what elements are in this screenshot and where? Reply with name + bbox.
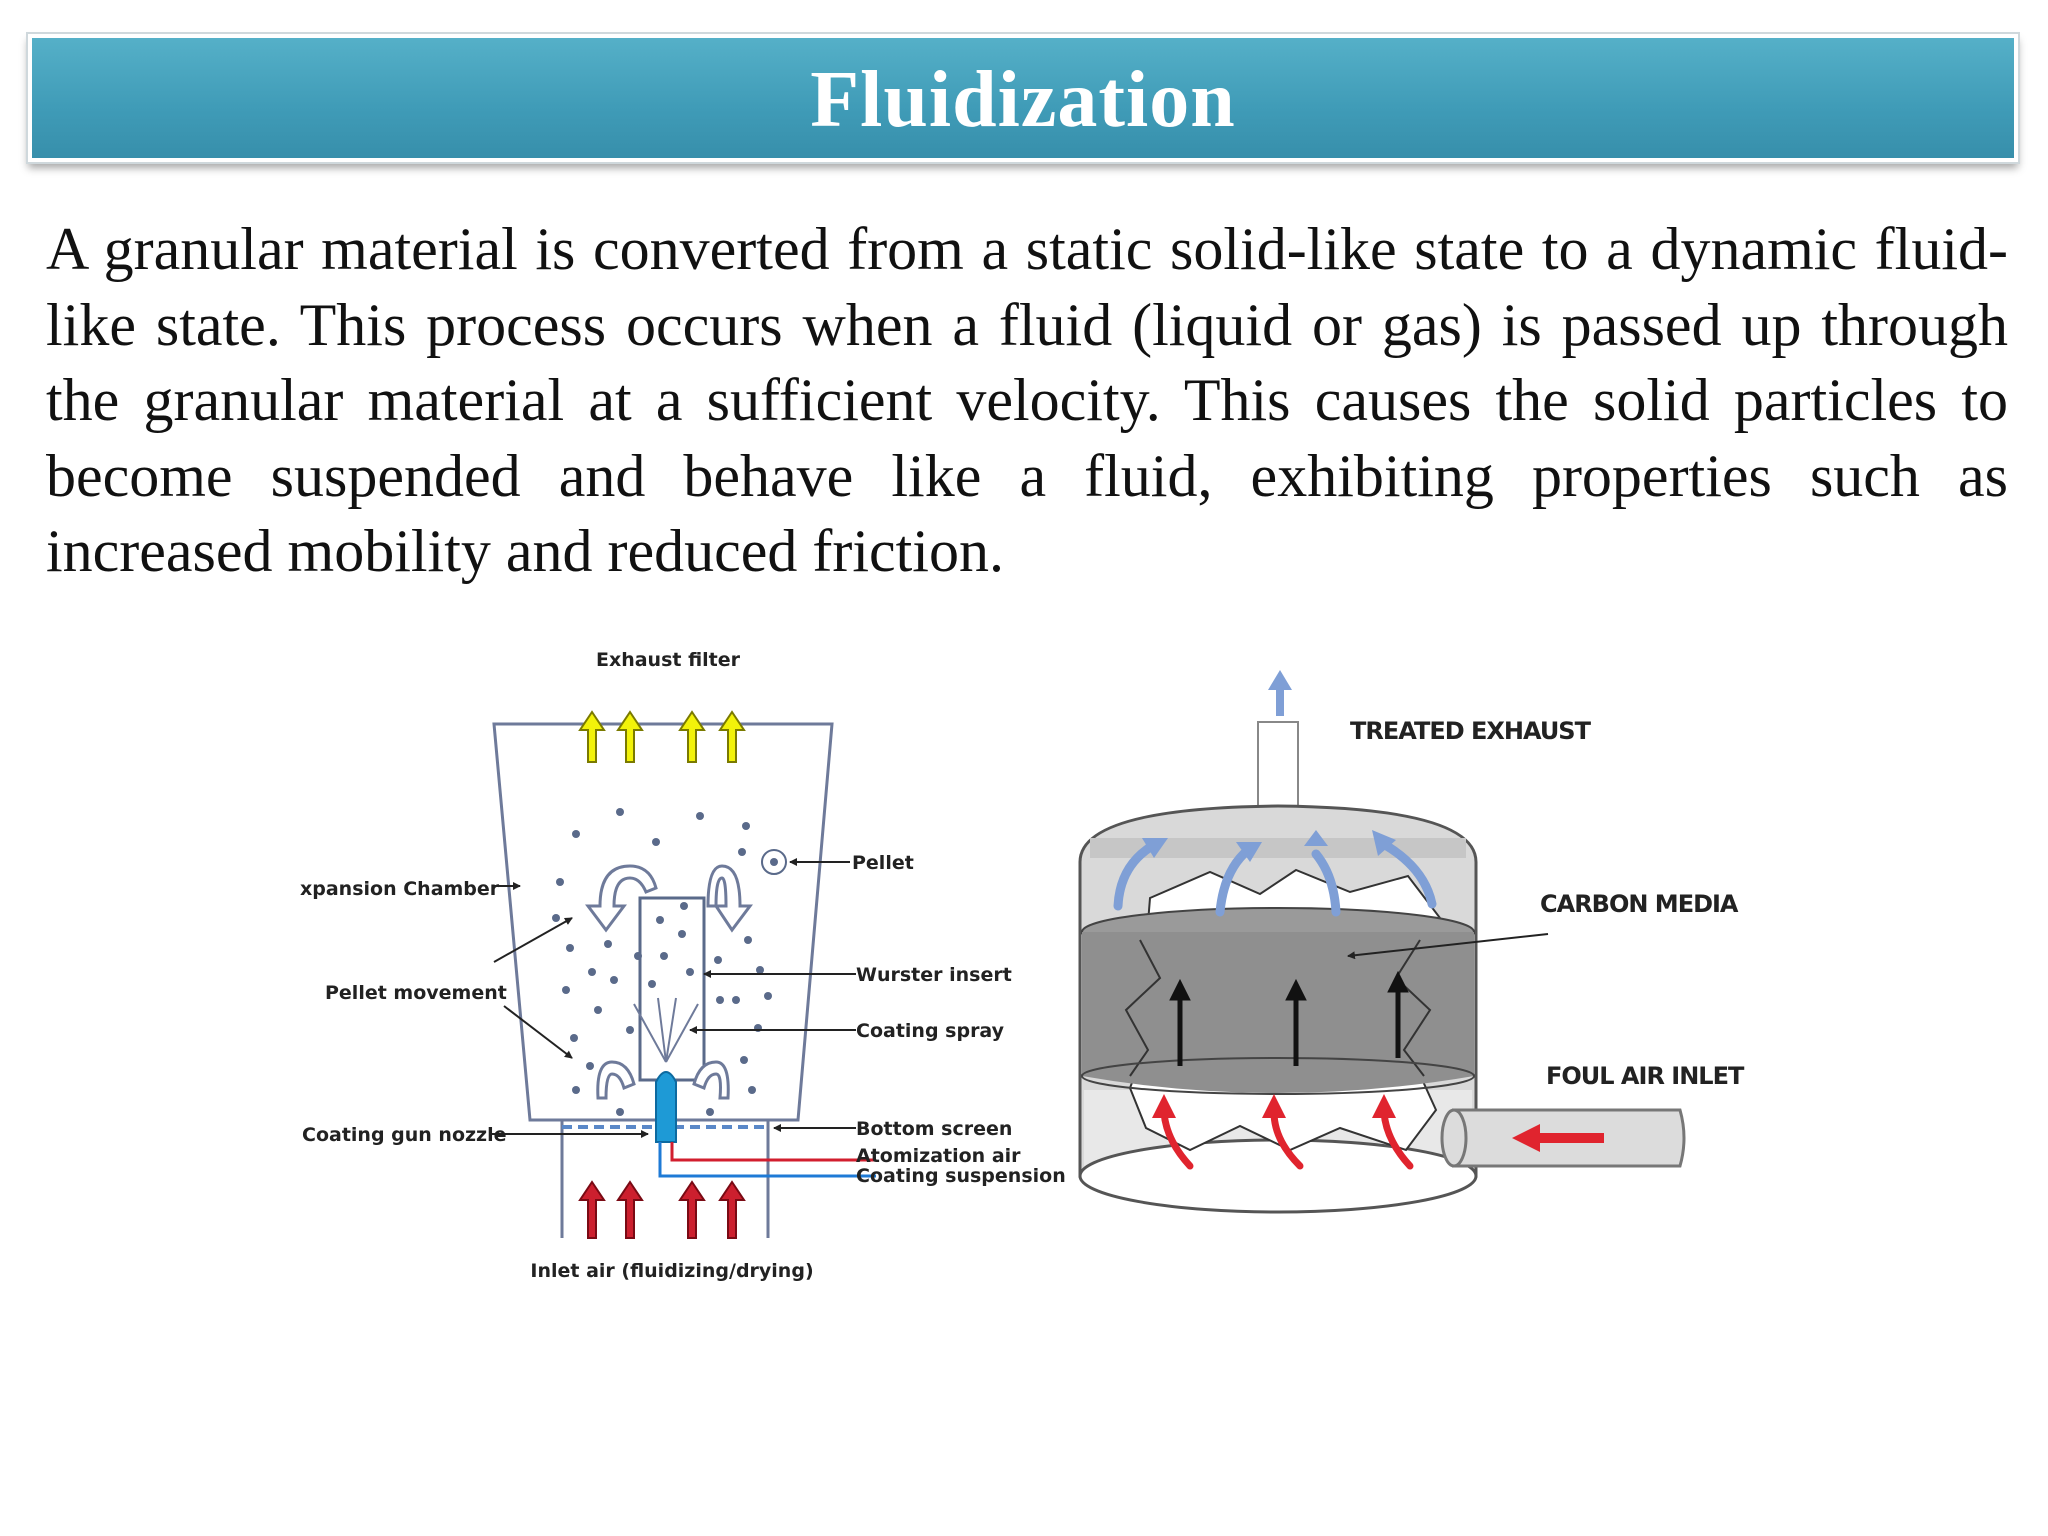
wurster-coater-diagram: Exhaust filter xpansion Chamber Pellet P…	[300, 649, 1066, 1282]
label-bottom-screen: Bottom screen	[856, 1118, 1012, 1140]
label-pellet: Pellet	[852, 852, 914, 874]
label-foul-air-inlet: FOUL AIR INLET	[1546, 1062, 1745, 1090]
carbon-adsorber-diagram: TREATED EXHAUST CARBON MEDIA FOUL AIR IN…	[1078, 670, 1746, 1214]
body-paragraph: A granular material is converted from a …	[46, 216, 2008, 584]
label-expansion-chamber: xpansion Chamber	[300, 878, 500, 900]
coating-spray-lines	[633, 997, 699, 1063]
media-flow-arrows	[1169, 970, 1409, 1066]
label-coating-spray: Coating spray	[856, 1020, 1005, 1042]
exhaust-stack	[1257, 721, 1299, 819]
treated-exhaust-arrow	[1268, 670, 1292, 716]
foul-air-arrow	[1512, 1124, 1604, 1152]
label-inlet-air: Inlet air (fluidizing/drying)	[530, 1260, 813, 1282]
title-bar: Fluidization	[28, 34, 2018, 162]
pellet-sample	[761, 849, 787, 875]
atomization-air-line	[670, 1142, 876, 1162]
carbon-media-bed	[1082, 932, 1474, 1093]
pellet-particles	[552, 808, 772, 1116]
label-wurster-insert: Wurster insert	[856, 964, 1012, 986]
label-pellet-movement: Pellet movement	[325, 982, 507, 1004]
exhaust-arrows	[578, 710, 746, 763]
label-carbon-media: CARBON MEDIA	[1540, 890, 1739, 918]
coating-suspension-line	[658, 1142, 876, 1178]
vessel-bottom	[1078, 1138, 1478, 1214]
label-treated-exhaust: TREATED EXHAUST	[1350, 717, 1592, 745]
label-atomization-air: Atomization air	[856, 1145, 1021, 1167]
treated-air-arrows	[1113, 837, 1437, 917]
inlet-air-arrows	[578, 1180, 746, 1239]
label-coating-gun-nozzle: Coating gun nozzle	[302, 1124, 507, 1146]
slide-title: Fluidization	[810, 56, 1236, 144]
label-exhaust-filter: Exhaust filter	[596, 649, 741, 671]
coating-gun-nozzle-shape	[655, 1071, 677, 1143]
label-coating-suspension: Coating suspension	[856, 1165, 1066, 1187]
circulation-arrows	[585, 864, 753, 1100]
